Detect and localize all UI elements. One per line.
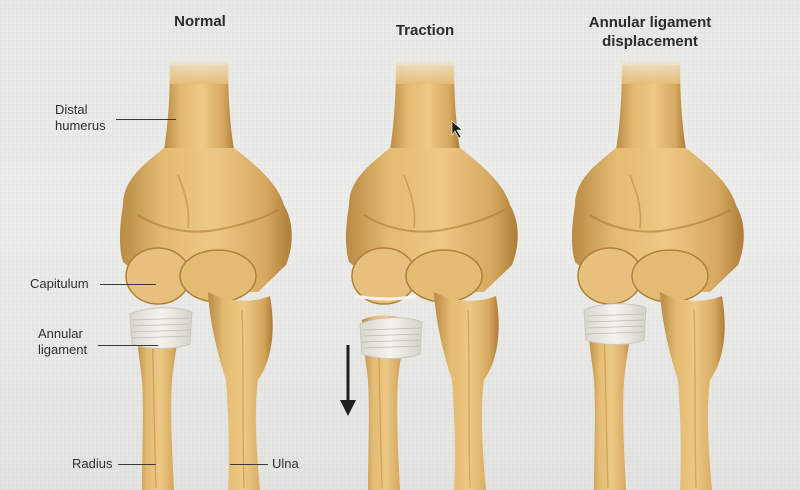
leader-ulna — [230, 464, 268, 465]
panel-title-displacement-line1: Annular ligament — [565, 13, 735, 32]
label-annular-ligament: Annular ligament — [38, 326, 87, 358]
label-annular-ligament-line2: ligament — [38, 342, 87, 358]
label-distal-humerus: Distal humerus — [55, 102, 106, 134]
leader-distal-humerus — [116, 119, 176, 120]
elbow-displacement — [572, 62, 744, 490]
label-radius: Radius — [72, 456, 112, 472]
panel-title-displacement: Annular ligament displacement — [565, 13, 735, 51]
down-arrow-icon — [340, 345, 356, 416]
label-annular-ligament-line1: Annular — [38, 326, 87, 342]
panel-title-normal: Normal — [150, 12, 250, 31]
leader-annular-ligament — [98, 345, 158, 346]
panel-title-displacement-line2: displacement — [565, 32, 735, 51]
annular-ligament-traction — [360, 318, 422, 359]
label-distal-humerus-line1: Distal — [55, 102, 106, 118]
leader-capitulum — [100, 284, 156, 285]
annular-ligament-normal — [130, 308, 192, 349]
label-distal-humerus-line2: humerus — [55, 118, 106, 134]
leader-radius — [118, 464, 156, 465]
panel-title-traction: Traction — [375, 21, 475, 40]
elbow-normal — [120, 62, 292, 490]
elbow-traction — [346, 62, 518, 490]
label-capitulum: Capitulum — [30, 276, 89, 292]
annular-ligament-displaced — [584, 304, 646, 345]
label-ulna: Ulna — [272, 456, 299, 472]
